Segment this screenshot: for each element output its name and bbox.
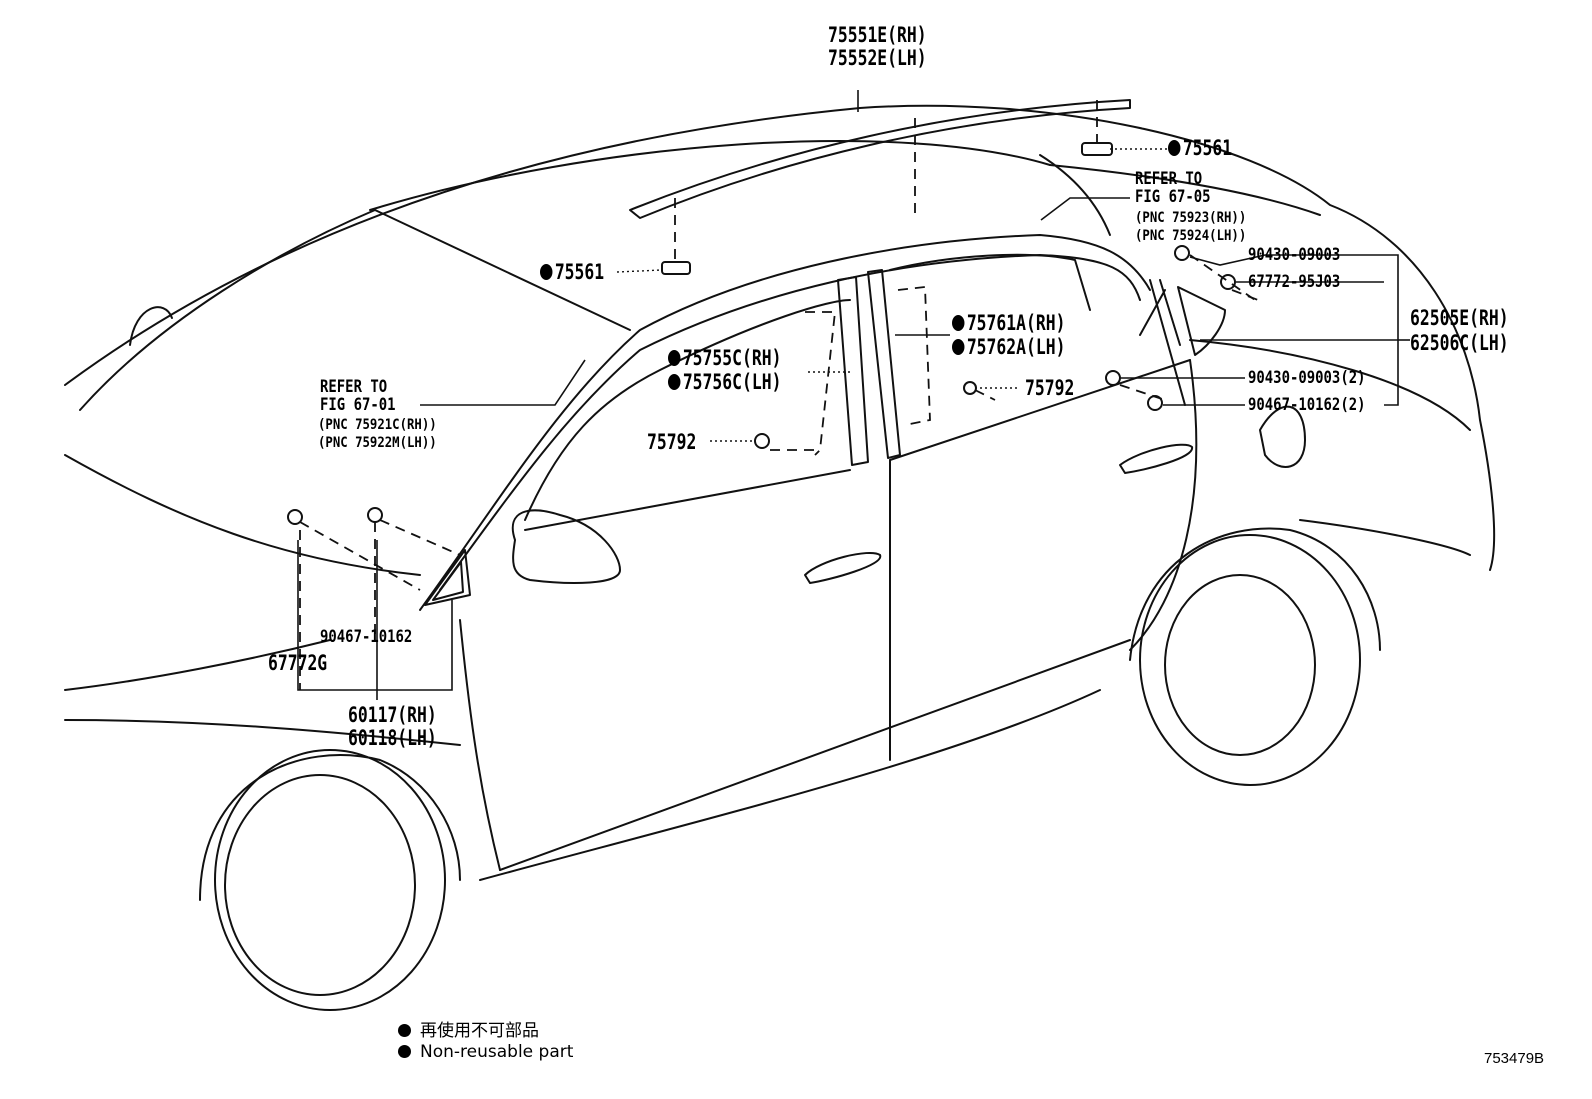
- refer-right-pnc2: (PNC 75924(LH)): [1135, 228, 1247, 244]
- label-text: 75756C(LH): [682, 370, 782, 394]
- refer-right-line2: FIG 67-05: [1135, 187, 1211, 207]
- legend-dot-icon: [398, 1024, 411, 1037]
- label-text: 75561: [554, 260, 605, 284]
- label-90430-09003: 90430-09003: [1248, 245, 1341, 265]
- non-reusable-marker: [952, 339, 965, 355]
- label-67772g: 67772G: [268, 651, 328, 675]
- label-clip-75561-left: 75561: [540, 262, 604, 283]
- legend-dot-icon: [398, 1045, 411, 1058]
- figure-number: 753479B: [1484, 1050, 1545, 1067]
- legend-text: 再使用不可部品: [420, 1021, 539, 1041]
- refer-left-line2: FIG 67-01: [320, 395, 396, 415]
- label-text: 75561: [1182, 136, 1233, 160]
- non-reusable-marker: [668, 350, 681, 366]
- refer-left-pnc2: (PNC 75922M(LH)): [318, 435, 437, 451]
- legend-text: Non-reusable part: [420, 1042, 574, 1062]
- refer-right-line1: REFER TO: [1135, 169, 1203, 189]
- non-reusable-marker: [952, 315, 965, 331]
- label-62505e-rh: 62505E(RH): [1410, 306, 1509, 330]
- non-reusable-marker: [668, 374, 681, 390]
- label-60118-lh: 60118(LH): [348, 726, 437, 750]
- refer-left-line1: REFER TO: [320, 377, 388, 397]
- legend-english: Non-reusable part: [398, 1042, 573, 1062]
- label-67772-95j03: 67772-95J03: [1248, 272, 1341, 292]
- label-62506c-lh: 62506C(LH): [1410, 331, 1509, 355]
- label-60117-rh: 60117(RH): [348, 703, 437, 727]
- label-75762a-lh: 75762A(LH): [952, 337, 1065, 358]
- label-clip-75561-right: 75561: [1168, 138, 1232, 159]
- non-reusable-marker: [540, 264, 553, 280]
- label-text: 75755C(RH): [682, 346, 782, 370]
- label-90430-09003-2: 90430-09003(2): [1248, 368, 1366, 388]
- label-90467-10162: 90467-10162: [320, 627, 413, 647]
- label-75756c-lh: 75756C(LH): [668, 372, 781, 393]
- label-text: 75762A(LH): [966, 335, 1066, 359]
- label-90467-10162-2: 90467-10162(2): [1248, 395, 1366, 415]
- legend-japanese: 再使用不可部品: [398, 1016, 539, 1041]
- label-75761a-rh: 75761A(RH): [952, 313, 1065, 334]
- label-roof-molding-rh: 75551E(RH): [828, 23, 927, 47]
- non-reusable-marker: [1168, 140, 1181, 156]
- label-75792-right: 75792: [1025, 376, 1075, 400]
- label-75755c-rh: 75755C(RH): [668, 348, 781, 369]
- label-75792-left: 75792: [647, 430, 697, 454]
- label-roof-molding-lh: 75552E(LH): [828, 46, 927, 70]
- refer-right-pnc1: (PNC 75923(RH)): [1135, 210, 1247, 226]
- label-text: 75761A(RH): [966, 311, 1066, 335]
- refer-left-pnc1: (PNC 75921C(RH)): [318, 417, 437, 433]
